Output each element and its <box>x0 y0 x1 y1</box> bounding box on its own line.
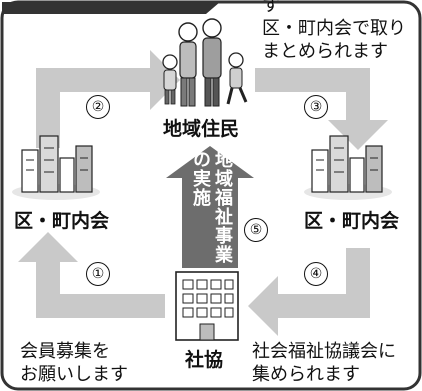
project-text-line2: の実施 <box>190 150 211 207</box>
step-3-badge: ③ <box>304 95 328 119</box>
town-icon-right <box>304 135 392 200</box>
arrow-step-3 <box>255 68 388 150</box>
note-bottom-left: 会員募集を お願いします <box>20 340 128 386</box>
arrow-step-1 <box>18 232 165 318</box>
arrow-step-4 <box>248 248 370 336</box>
note-top-right-line3: まとめられます <box>262 41 388 62</box>
step-1-badge: ① <box>86 262 110 286</box>
project-text-line1: 地域福祉事業 <box>212 150 233 264</box>
residents-illustration-icon <box>162 18 248 107</box>
note-bottom-left-line2: お願いします <box>20 364 128 385</box>
step-2-badge: ② <box>86 95 110 119</box>
note-bottom-left-line1: 会員募集を <box>20 341 110 362</box>
arrow-step-2 <box>36 50 180 148</box>
step-4-badge: ④ <box>304 262 328 286</box>
note-top-right: す 区・町内会で取り まとめられます <box>262 0 406 63</box>
header-tab <box>2 2 220 14</box>
left-council-label: 区・町内会 <box>14 210 110 232</box>
note-bottom-right-line1: 社会福祉協議会に <box>252 341 396 362</box>
shakyo-label: 社協 <box>185 349 224 371</box>
town-icon-left <box>12 135 100 200</box>
note-bottom-right: 社会福祉協議会に 集められます <box>252 340 396 386</box>
note-top-right-line1: す <box>262 0 280 16</box>
arrow-step-5 <box>166 146 254 268</box>
right-council-label: 区・町内会 <box>304 210 400 232</box>
step-5-badge: ⑤ <box>244 218 268 242</box>
building-icon <box>175 271 239 341</box>
residents-label: 地域住民 <box>163 118 240 140</box>
note-top-right-line2: 区・町内会で取り <box>262 18 406 39</box>
note-bottom-right-line2: 集められます <box>252 364 360 385</box>
